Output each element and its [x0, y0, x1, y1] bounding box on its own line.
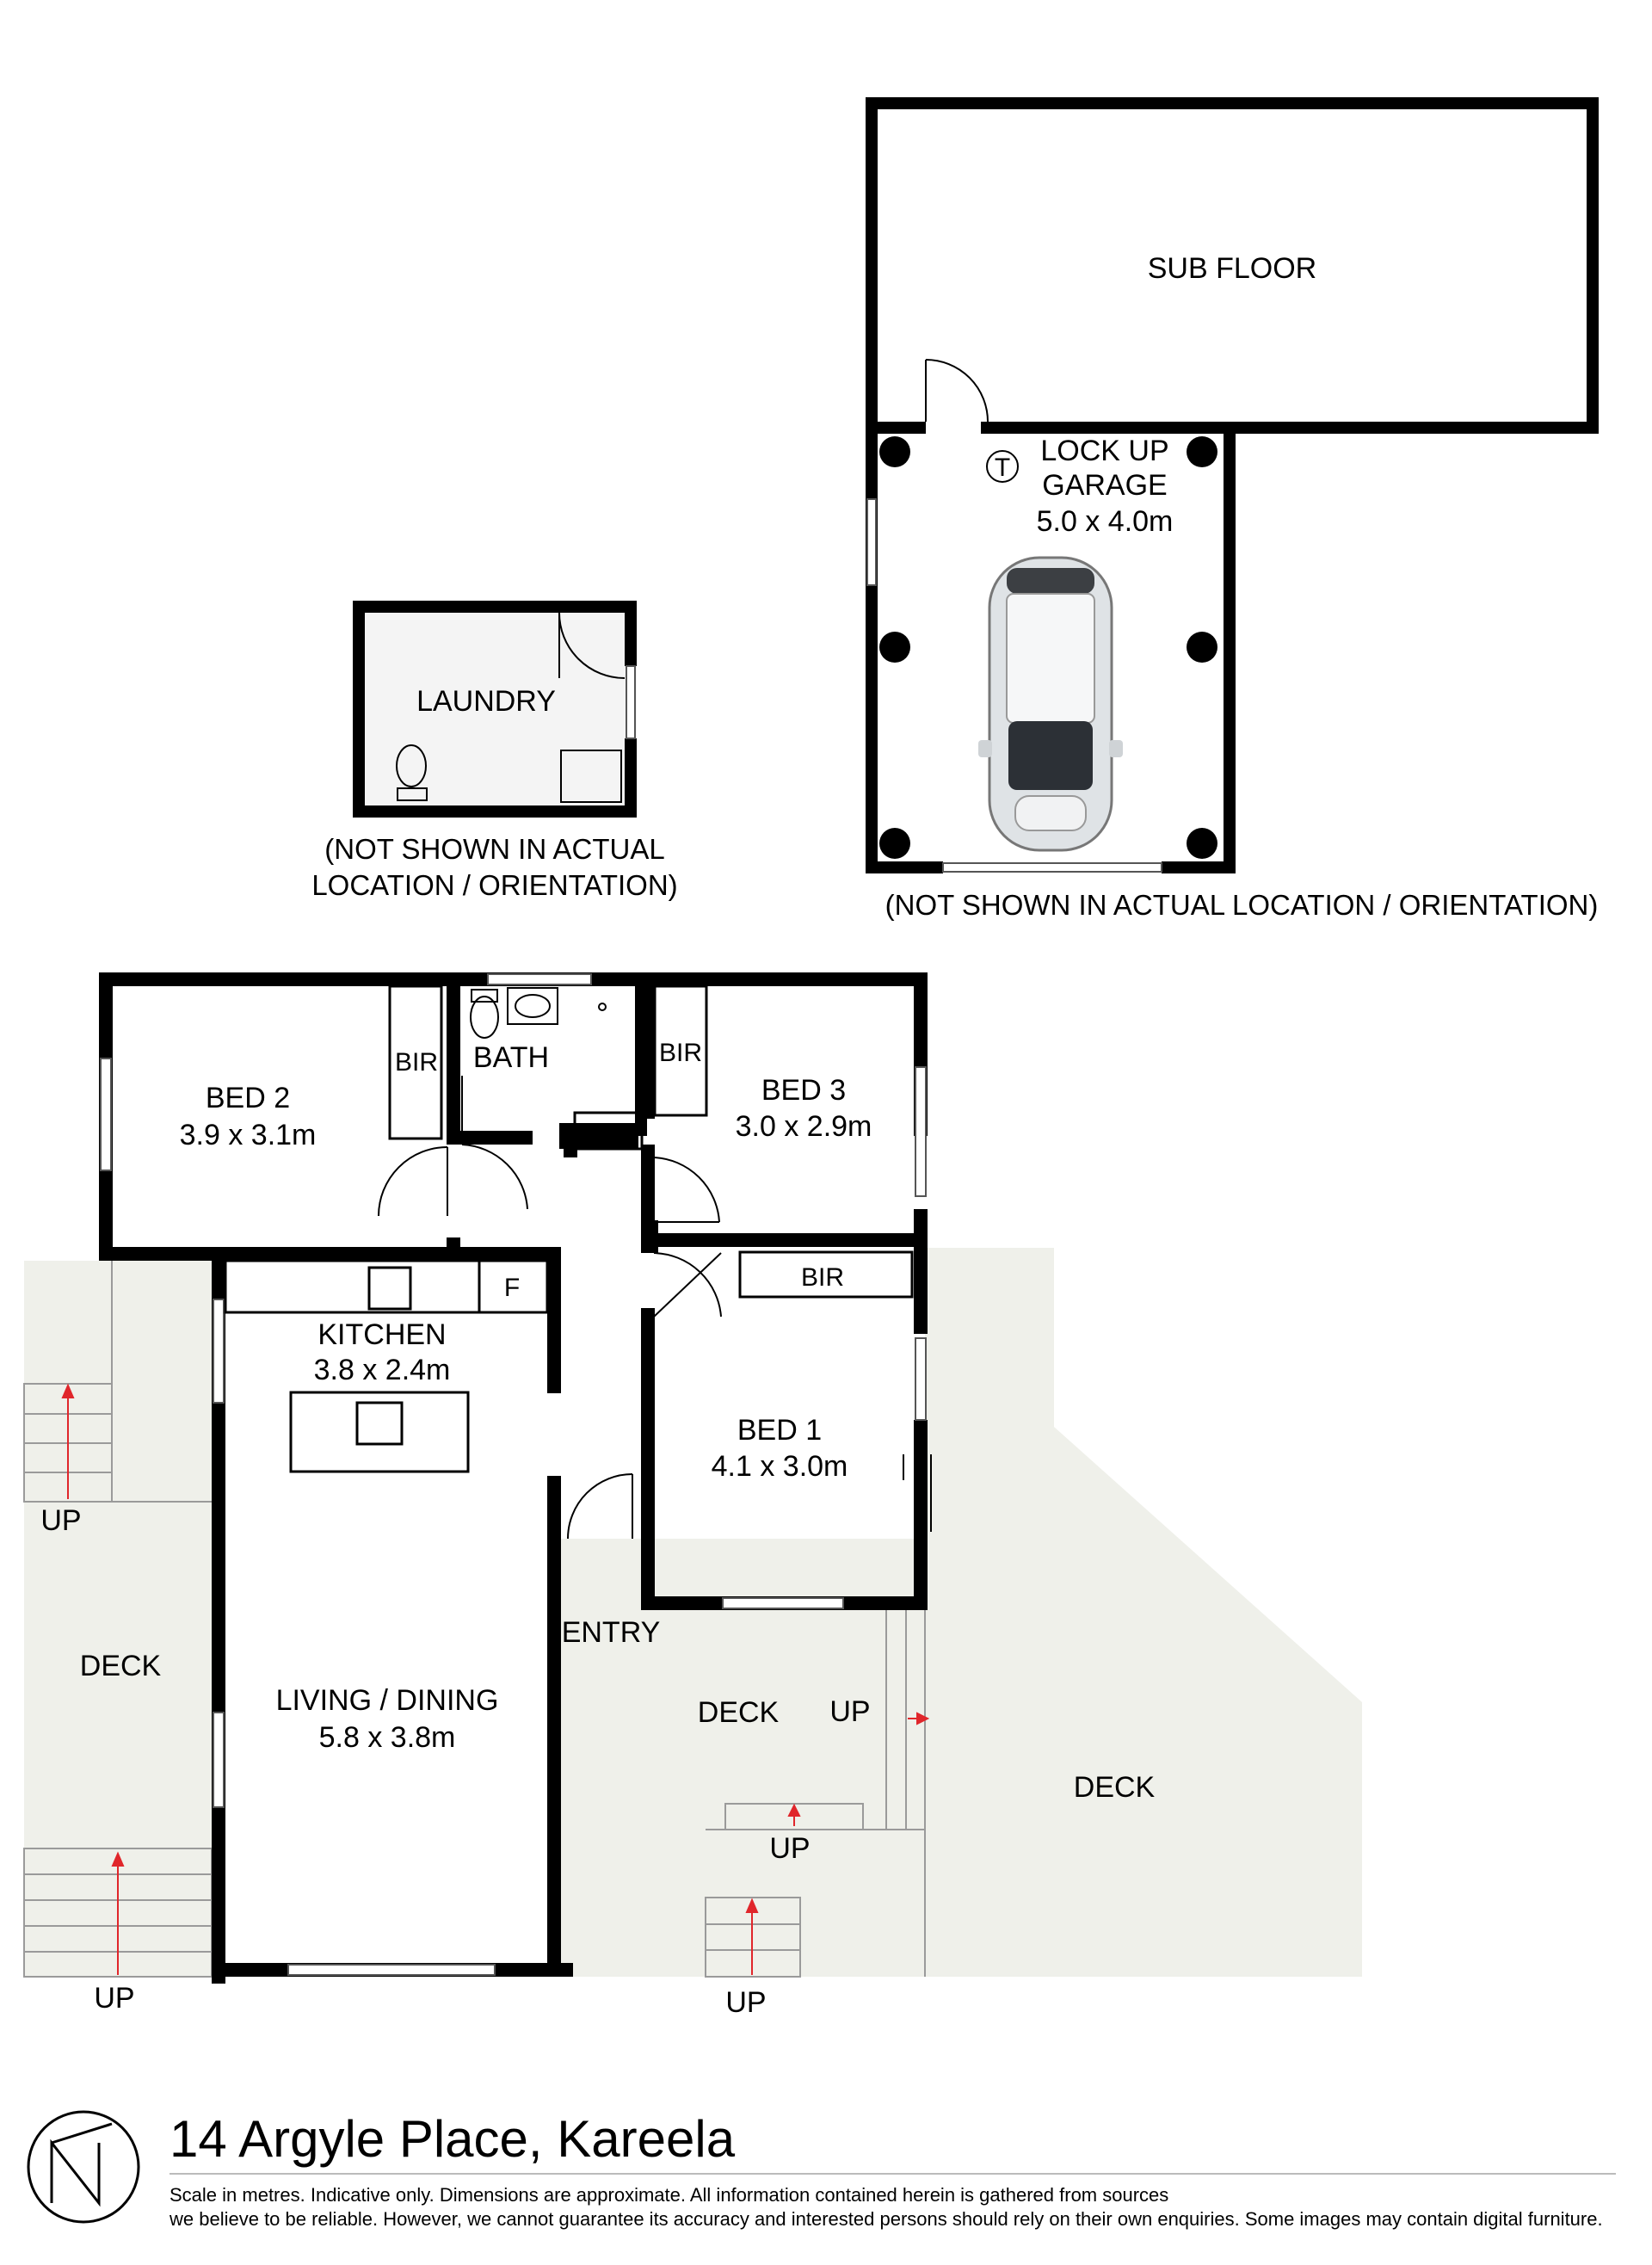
up-label-front-stairs: UP [725, 1986, 766, 2019]
bed1-dims: 4.1 x 3.0m [712, 1450, 848, 1483]
garage-name-line2: GARAGE [1042, 469, 1167, 502]
bed2-dims: 3.9 x 3.1m [180, 1119, 317, 1151]
garage [866, 97, 1599, 873]
bed2-name: BED 2 [206, 1082, 290, 1114]
kitchen-dims: 3.8 x 2.4m [314, 1354, 451, 1386]
bed1-name: BED 1 [737, 1414, 822, 1447]
garage-columns [879, 436, 1217, 859]
bir-label-bed2: BIR [395, 1048, 438, 1077]
fridge-label: F [504, 1274, 520, 1302]
entry-label: ENTRY [562, 1616, 661, 1649]
disclaimer-line1: Scale in metres. Indicative only. Dimens… [170, 2184, 1168, 2206]
laundry [353, 601, 637, 818]
tap-marker-circle [986, 450, 1019, 483]
bath-fixtures [470, 987, 607, 1039]
living-dims: 5.8 x 3.8m [319, 1721, 456, 1754]
deck-label-left: DECK [80, 1650, 162, 1682]
garage-dims: 5.0 x 4.0m [1037, 505, 1174, 538]
car-icon [978, 556, 1123, 852]
front-deck [558, 1539, 925, 1977]
north-compass-icon [27, 2110, 140, 2224]
garage-name-line1: LOCK UP [1040, 435, 1168, 467]
deck-areas [24, 1248, 1362, 1977]
right-deck [925, 1248, 1362, 1977]
sub-floor-label: SUB FLOOR [1148, 252, 1316, 285]
footer: 14 Argyle Place, Kareela Scale in metres… [27, 2110, 1616, 2230]
up-label-left-upper: UP [40, 1504, 81, 1537]
deck-label-front: DECK [698, 1696, 780, 1729]
disclaimer-line2: we believe to be reliable. However, we c… [169, 2208, 1603, 2230]
up-label-front-step: UP [769, 1832, 810, 1865]
left-deck [24, 1261, 212, 1977]
laundry-label: LAUNDRY [416, 685, 556, 718]
built-ins [224, 984, 914, 1473]
bed3-dims: 3.0 x 2.9m [736, 1110, 872, 1143]
bath-label: BATH [473, 1041, 549, 1074]
bir-label-bed3: BIR [659, 1039, 702, 1067]
room-labels: SUB FLOOR LOCK UP GARAGE 5.0 x 4.0m T (N… [40, 252, 1598, 2019]
up-label-left-lower: UP [94, 1982, 134, 2015]
garage-note: (NOT SHOWN IN ACTUAL LOCATION / ORIENTAT… [885, 889, 1599, 921]
address-title: 14 Argyle Place, Kareela [170, 2110, 736, 2168]
linen-label: LINEN [581, 1120, 637, 1142]
up-label-side-steps: UP [829, 1695, 870, 1728]
living-name: LIVING / DINING [276, 1684, 499, 1717]
deck-label-right: DECK [1074, 1771, 1156, 1804]
windows [100, 973, 927, 1976]
doors [378, 1076, 932, 1540]
stair-arrows [61, 1383, 930, 1975]
kitchen-name: KITCHEN [317, 1318, 446, 1351]
laundry-note-line2: LOCATION / ORIENTATION) [311, 869, 677, 901]
laundry-note-line1: (NOT SHOWN IN ACTUAL [324, 833, 664, 865]
tap-marker-label: T [995, 454, 1010, 482]
bed3-name: BED 3 [761, 1074, 846, 1107]
bir-label-bed1: BIR [801, 1263, 844, 1292]
